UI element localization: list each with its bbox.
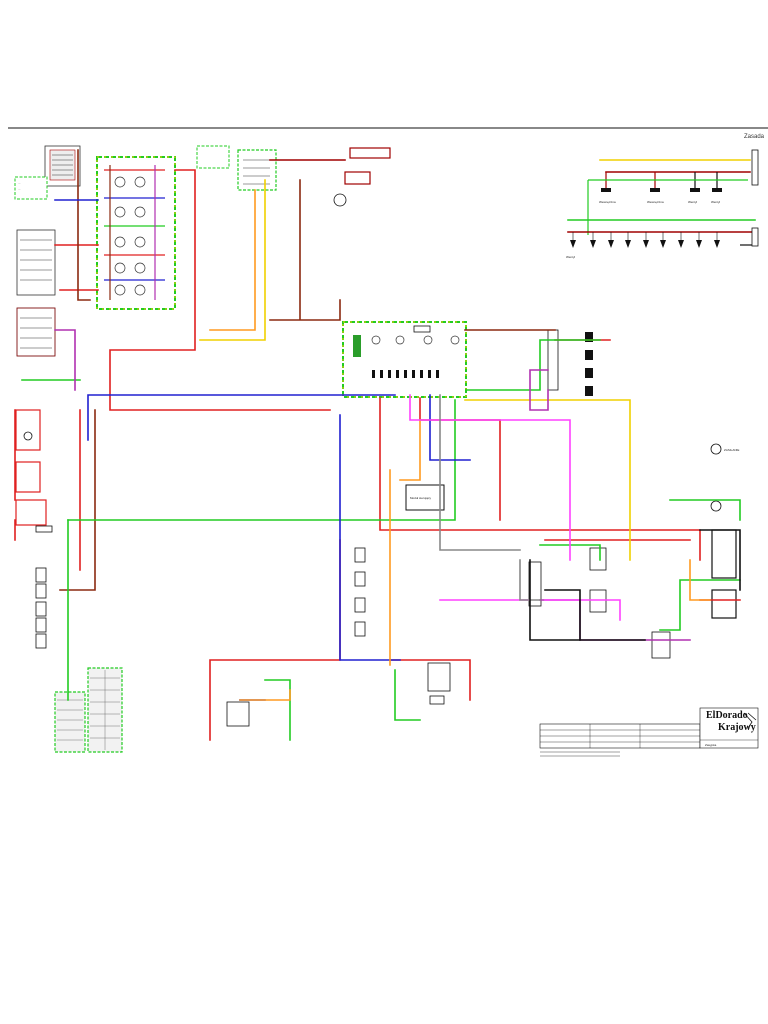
brand-line-2: Krajowy: [718, 722, 756, 733]
module-left-1: [16, 229, 56, 296]
lamp-b-label: Wewnętrzna: [647, 200, 664, 204]
right-label: ZASILANIE: [724, 448, 739, 452]
legend-table-1: [54, 691, 86, 753]
switch-box-r5: [651, 631, 671, 659]
relay-block: [96, 156, 176, 310]
drawing-name: Zasypka: [705, 743, 717, 747]
lamp-a-label: Wewnętrzna: [599, 200, 616, 204]
connector-strip-right: [751, 149, 759, 186]
bottom-module-center: [427, 662, 451, 692]
device-left-1: [15, 409, 41, 451]
label-top-center-2: [344, 171, 371, 185]
switch-box-r3: [711, 529, 737, 579]
switch-list-left: [35, 567, 47, 649]
brand-logo-icon: [743, 712, 757, 729]
switch-box-r2: [589, 589, 607, 613]
relay-symbols: [114, 176, 146, 296]
bottom-module-left: [226, 701, 250, 727]
label-top-center: [349, 147, 391, 159]
device-left-2: [15, 461, 41, 493]
pump-symbol: [333, 193, 347, 207]
meter-right-2: [710, 500, 722, 512]
connector-strip-right-2: [751, 227, 759, 247]
lamps-bottom-row: [570, 240, 720, 248]
center-label-box: [405, 484, 445, 511]
svg-text:...: ...: [18, 181, 21, 185]
label-box-top-1: [196, 145, 230, 169]
label-box-left-1: [14, 176, 48, 200]
switch-group-center: [354, 547, 366, 637]
bottom-module-center-2: [429, 695, 445, 705]
corner-label: Zasada: [744, 134, 765, 140]
title-block: [539, 707, 759, 749]
center-module: [342, 321, 467, 398]
meter-right-1: [710, 443, 722, 455]
bottom-lamp-label: Wentyl: [566, 255, 575, 259]
switch-box-r6: [528, 561, 542, 607]
center-module-label: Moduł sterujący: [410, 496, 432, 500]
brand-line-1: ElDorado: [706, 710, 748, 721]
connector-block-b: [237, 149, 277, 191]
switch-box-r1: [589, 547, 607, 571]
fuse-left: [35, 525, 53, 533]
lamp-c-label: Wentyl: [688, 200, 697, 204]
svg-text:...: ...: [18, 187, 21, 191]
lamp-d-label: Wentyl: [711, 200, 720, 204]
lamp-tree: [567, 159, 756, 246]
wires: [14, 149, 741, 741]
device-left-3: [15, 499, 47, 526]
lamps-top: [601, 188, 722, 192]
switch-box-r4: [711, 589, 737, 619]
module-left-2: [16, 307, 56, 357]
